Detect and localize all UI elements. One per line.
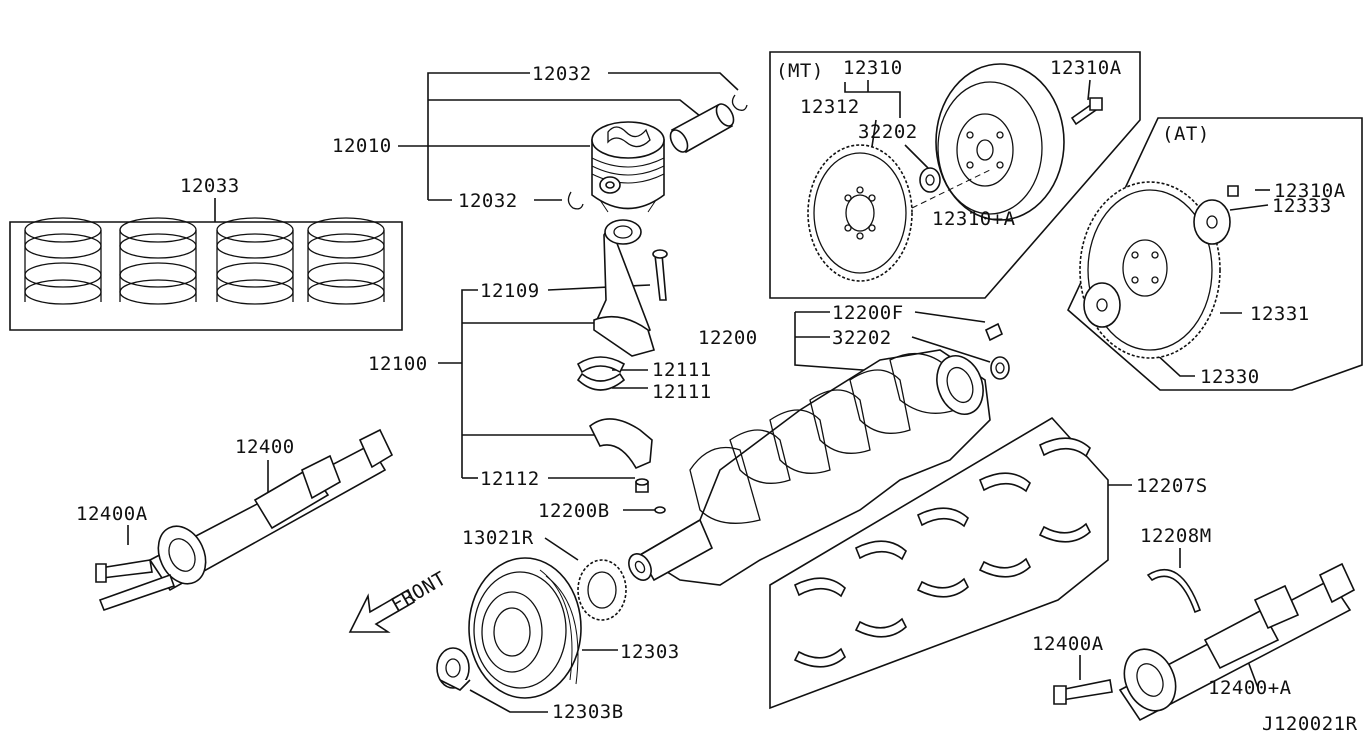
ring-gear [807,144,913,282]
label-12032-top: 12032 [532,63,592,85]
label-32202-mt: 32202 [858,121,918,143]
ring-set [24,217,102,305]
balancer-shaft-left [95,428,394,612]
piston-rings-box [9,198,403,331]
label-12312: 12312 [800,96,860,118]
thrust-washer [1146,548,1202,614]
part-labels: 12032 12010 12032 12033 12109 12100 1211… [76,57,1358,735]
label-12400-plus-a: 12400+A [1208,677,1292,699]
label-12200b: 12200B [538,500,610,522]
label-12303b: 12303B [552,701,624,723]
piston-group [398,72,748,213]
label-12310a-mt: 12310A [1050,57,1122,79]
label-12100: 12100 [368,353,428,375]
label-12400a-left: 12400A [76,503,148,525]
crankshaft [628,311,1010,586]
dual-mass-flywheel [935,63,1065,221]
label-12400a-right: 12400A [1032,633,1104,655]
mt-flywheel-box [769,51,1141,299]
label-12112: 12112 [480,468,540,490]
label-at: (AT) [1162,123,1210,145]
label-12400: 12400 [235,436,295,458]
label-12207s: 12207S [1136,475,1208,497]
flexplate-adapter [1083,282,1121,328]
ring-set [307,217,385,305]
label-12330: 12330 [1200,366,1260,388]
label-12200: 12200 [698,327,758,349]
main-bearings-box [769,416,1132,710]
label-12200f: 12200F [832,302,904,324]
balancer-shaft-right [1053,562,1356,722]
label-12303: 12303 [620,641,680,663]
at-flexplate-box [1067,117,1363,391]
diagram-code: J120021R [1262,713,1358,735]
label-13021r: 13021R [462,527,534,549]
crank-pulley [468,557,618,699]
label-12109: 12109 [480,280,540,302]
label-12310-plus-a: 12310+A [932,208,1016,230]
label-12032-bottom: 12032 [458,190,518,212]
label-mt: (MT) [776,60,824,82]
label-front: FRONT [388,567,451,616]
label-12331: 12331 [1250,303,1310,325]
label-12111-b: 12111 [652,381,712,403]
label-12310a-at: 12310A [1274,180,1346,202]
label-12208m: 12208M [1140,525,1212,547]
label-32202-main: 32202 [832,327,892,349]
bearing-shells [793,437,1091,668]
front-arrow [348,588,416,633]
label-12033: 12033 [180,175,240,197]
label-12010: 12010 [332,135,392,157]
label-12111-a: 12111 [652,359,712,381]
pulley-bolt [436,647,548,713]
piston [591,121,665,213]
ring-set [216,217,294,305]
label-12310: 12310 [843,57,903,79]
flexplate-spacer [1193,199,1231,245]
piston-pin [669,103,735,154]
connecting-rod-group [438,219,668,514]
ring-set [119,217,197,305]
label-12333: 12333 [1272,195,1332,217]
crank-sprocket [544,537,627,621]
